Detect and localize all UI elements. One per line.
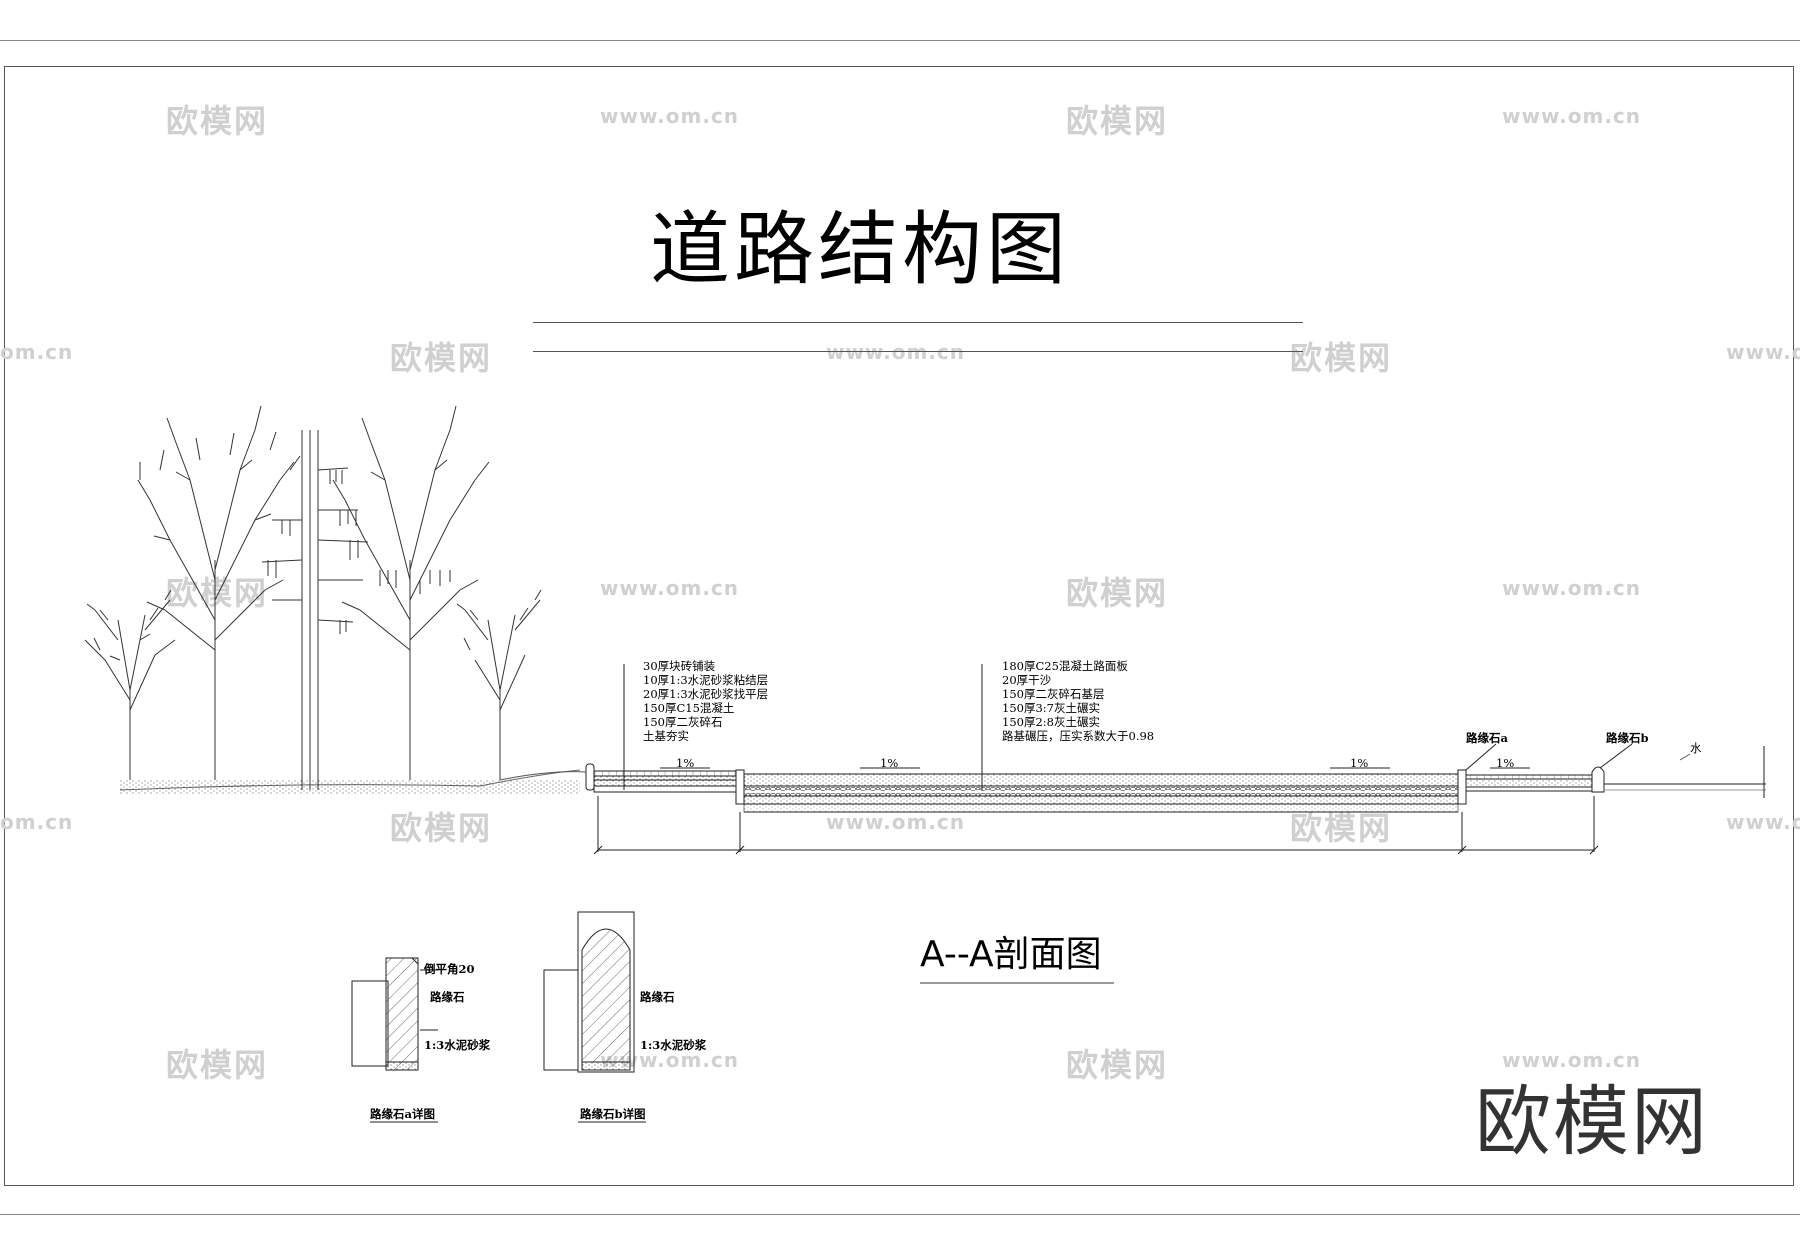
layer-callout-left-5: 150厚二灰碎石 (643, 715, 723, 729)
watermark: 欧模网 (166, 1046, 269, 1084)
curb-b-label: 路缘石b (1606, 731, 1649, 745)
sheet-bottom-border (0, 1214, 1800, 1215)
detail-a-curb-label: 路缘石 (430, 990, 465, 1004)
watermark: om.cn (0, 340, 74, 364)
watermark: www.om.cn (1726, 810, 1800, 834)
layer-callout-left-4: 150厚C15混凝土 (643, 701, 735, 715)
section-title: A--A剖面图 (920, 934, 1102, 975)
watermark: 欧模网 (1066, 102, 1169, 140)
layer-callout-left-6: 土基夯实 (643, 729, 689, 743)
layer-callout-right-2: 20厚干沙 (1002, 673, 1052, 687)
watermark: www.om.cn (826, 810, 966, 834)
detail-a-caption: 路缘石a详图 (370, 1107, 435, 1121)
detail-b-mortar-label: 1:3水泥砂浆 (640, 1038, 707, 1052)
watermark: om.cn (0, 810, 74, 834)
watermark: 欧模网 (390, 809, 493, 847)
slope-label: 1% (880, 756, 899, 770)
watermark: 欧模网 (166, 102, 269, 140)
curb-a-detail (351, 957, 438, 1123)
water-label: 水 (1690, 741, 1702, 755)
tree-illustration (84, 405, 581, 794)
watermark: www.om.cn (1502, 1048, 1642, 1072)
curb-a-label: 路缘石a (1466, 731, 1508, 745)
watermark: www.om.cn (600, 104, 740, 128)
watermark: 欧模网 (1290, 339, 1393, 377)
detail-a-mortar-label: 1:3水泥砂浆 (424, 1038, 491, 1052)
detail-b-caption: 路缘石b详图 (580, 1107, 646, 1121)
watermark: 欧模网 (390, 339, 493, 377)
road-cross-section (499, 664, 1766, 855)
title-rule-lower (533, 351, 1303, 352)
slope-label: 1% (1496, 756, 1515, 770)
brand-logo-text: 欧模网 (1475, 1077, 1709, 1166)
drawing-title: 道路结构图 (650, 203, 1070, 296)
watermark: 欧模网 (1066, 574, 1169, 612)
layer-callout-left-3: 20厚1:3水泥砂浆找平层 (643, 687, 769, 701)
watermark: www.om.cn (1726, 340, 1800, 364)
sheet-top-border (0, 40, 1800, 41)
watermark: www.om.cn (1502, 576, 1642, 600)
layer-callout-left-1: 30厚块砖铺装 (643, 659, 716, 673)
detail-a-chamfer-label: 倒平角20 (424, 962, 475, 976)
layer-callout-right-4: 150厚3:7灰土碾实 (1002, 701, 1100, 715)
watermark: www.om.cn (600, 576, 740, 600)
watermark: www.om.cn (1502, 104, 1642, 128)
watermark: 欧模网 (1290, 809, 1393, 847)
layer-callout-right-3: 150厚二灰碎石基层 (1002, 687, 1105, 701)
slope-label: 1% (1350, 756, 1369, 770)
drawing-frame (4, 66, 1794, 1186)
layer-callout-right-6: 路基碾压，压实系数大于0.98 (1002, 729, 1155, 743)
detail-b-curb-label: 路缘石 (640, 990, 675, 1004)
layer-callout-left-2: 10厚1:3水泥砂浆粘结层 (643, 673, 769, 687)
curb-b-detail (543, 911, 646, 1123)
layer-callout-right-1: 180厚C25混凝土路面板 (1002, 659, 1128, 673)
watermark: www.om.cn (826, 340, 966, 364)
watermark: 欧模网 (1066, 1046, 1169, 1084)
layer-callout-right-5: 150厚2:8灰土碾实 (1002, 715, 1100, 729)
title-rule-upper (533, 322, 1303, 323)
slope-label: 1% (676, 756, 695, 770)
